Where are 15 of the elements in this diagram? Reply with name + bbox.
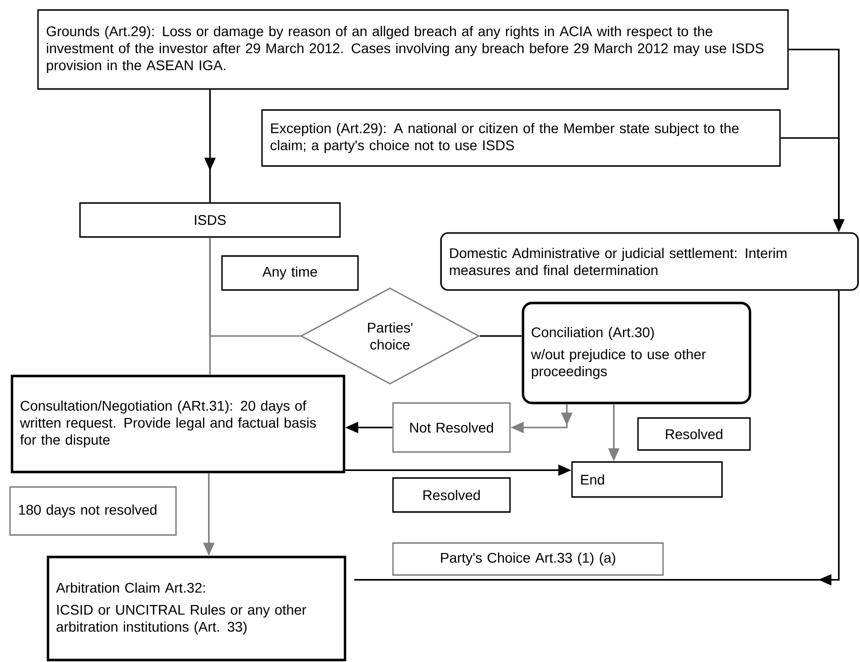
note-box: Resolved: [392, 477, 511, 513]
process-box: Arbitration Claim Art.32: ICSID or UNCITRAL Rules or any other arbitration institutions (Art. 33): [46, 556, 346, 662]
note-box: Resolved: [637, 417, 751, 451]
process-box: Grounds (Art.29): Loss or damage by reason of an allged breach af any rights in ACIA with respect to the investment of the investor after 29 March 2012. Cases involving any breach before 29 March 2012 may use ISDS provision in the ASEAN IGA.: [37, 9, 789, 90]
process-box: Conciliation (Art.30) w/out prejudice to use other proceedings: [522, 302, 752, 404]
arrow: [354, 290, 840, 586]
end-box: End: [571, 461, 723, 498]
note-box: Not Resolved: [392, 402, 511, 453]
process-box: Domestic Administrative or judicial settlement: Interim measures and final determination: [440, 232, 859, 291]
note-box: 180 days not resolved: [9, 486, 177, 536]
process-box: ISDS: [79, 202, 341, 238]
note-box: Party's Choice Art.33 (1) (a): [392, 542, 664, 576]
process-box: Exception (Art.29): A national or citizen of the Member state subject to the claim; a party's choice not to use ISDS: [261, 109, 781, 167]
process-box: Consultation/Negotiation (ARt.31): 20 days of written request. Provide legal and factual basis for the dispute: [10, 374, 346, 474]
note-box: Any time: [221, 255, 359, 291]
